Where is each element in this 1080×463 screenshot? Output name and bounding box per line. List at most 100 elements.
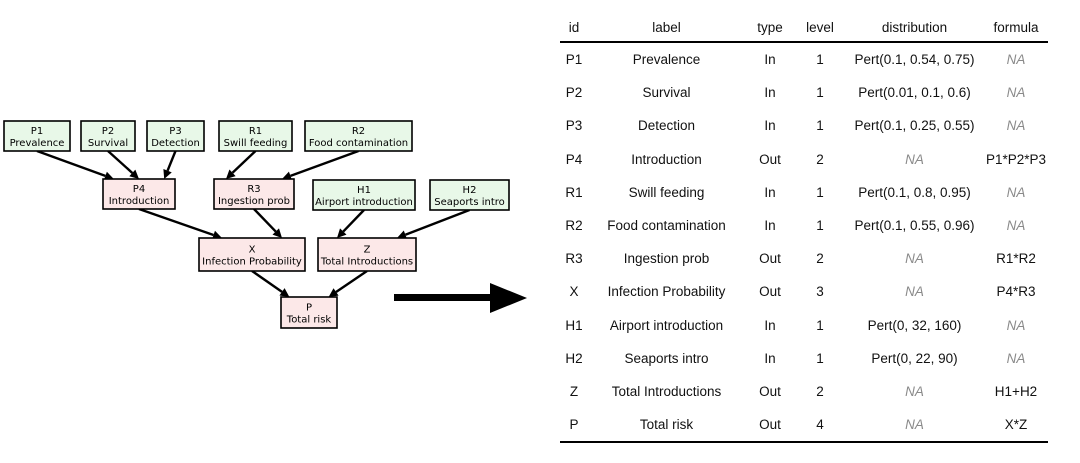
edge-r2-r3: [290, 149, 359, 178]
cell-formula: R1*R2: [996, 251, 1036, 267]
right-arrow-icon: [394, 283, 527, 313]
cell-type: In: [764, 350, 776, 366]
cell-level: 1: [816, 317, 824, 333]
node-label: Infection Probability: [202, 257, 302, 268]
cell-distribution: Pert(0.1, 0.55, 0.96): [854, 218, 975, 234]
header-label: label: [588, 14, 745, 43]
header-type: type: [745, 14, 795, 43]
cell-type: Out: [745, 408, 795, 444]
node-id: H1: [357, 185, 371, 196]
node-id: P3: [169, 126, 181, 137]
cell-formula: P4*R3: [996, 284, 1036, 300]
node-id: P1: [31, 126, 43, 137]
edge-z-p: [335, 270, 368, 293]
header-distribution: distribution: [845, 14, 984, 43]
edge-arrowhead: [282, 171, 292, 181]
cell-id: X: [569, 284, 579, 300]
node-label: Seaports intro: [434, 197, 505, 208]
cell-type: In: [764, 317, 776, 333]
cell-label: Airport introduction: [609, 317, 724, 333]
header-formula: formula: [984, 14, 1048, 43]
cell-label: Food contamination: [607, 218, 726, 234]
node-id: P: [306, 303, 312, 314]
cell-level: 2: [816, 383, 824, 399]
cell-id: H1: [565, 317, 583, 333]
cell-formula: NA: [1006, 218, 1026, 234]
cell-id: P4: [565, 151, 583, 167]
cell-distribution: NA: [845, 408, 984, 444]
cell-formula: NA: [1006, 118, 1026, 134]
cell-level: 2: [816, 251, 824, 267]
cell-label: Swill feeding: [628, 184, 705, 200]
node-label: Introduction: [109, 196, 170, 207]
cell-distribution: Pert(0, 22, 90): [871, 350, 958, 366]
edge-p2-p4: [107, 150, 134, 174]
cell-distribution: Pert(0.1, 0.8, 0.95): [858, 184, 971, 200]
table-row: R2 Food contamination In 1 Pert(0.1, 0.55, 0…: [560, 209, 1048, 242]
diagram-edges: [36, 149, 470, 297]
cell-label: Seaports intro: [624, 350, 709, 366]
cell-formula: NA: [1006, 85, 1026, 101]
cell-type: In: [764, 85, 776, 101]
model-parameter-table: id label type level distribution formula…: [560, 14, 1048, 444]
table-header-row: id label type level distribution formula: [560, 14, 1048, 43]
node-box: [429, 179, 510, 211]
cell-distribution: NA: [905, 284, 924, 300]
cell-formula: P1*P2*P3: [985, 151, 1047, 167]
cell-id: R2: [565, 218, 583, 234]
node-id: X: [249, 245, 256, 256]
node-label: Detection: [151, 138, 200, 149]
edge-arrowhead: [226, 169, 236, 179]
node-box: [280, 296, 338, 329]
node-id: H2: [463, 185, 477, 196]
cell-formula: NA: [1006, 350, 1026, 366]
node-box: [312, 179, 416, 211]
edge-arrowhead: [397, 230, 408, 239]
node-id: P4: [133, 184, 145, 195]
cell-level: 4: [795, 408, 845, 444]
cell-type: In: [764, 218, 776, 234]
cell-label: Infection Probability: [607, 284, 726, 300]
cell-label: Introduction: [631, 151, 702, 167]
cell-level: 1: [816, 52, 824, 68]
cell-level: 1: [816, 118, 824, 134]
cell-type: Out: [759, 284, 781, 300]
edge-arrowhead: [103, 171, 114, 181]
cell-type: In: [764, 184, 776, 200]
cell-formula: NA: [1006, 52, 1026, 68]
cell-level: 2: [816, 151, 824, 167]
edge-h2-z: [404, 208, 470, 236]
node-box: [317, 237, 417, 272]
diagram-nodes: P1PrevalenceP2SurvivalP3DetectionR1Swill…: [3, 120, 510, 329]
cell-id: H2: [565, 350, 583, 366]
cell-level: 1: [816, 85, 824, 101]
header-id: id: [560, 14, 588, 43]
node-label: Swill feeding: [224, 138, 288, 149]
cell-formula: X*Z: [984, 408, 1048, 444]
edge-p3-p4: [166, 150, 177, 172]
cell-label: Ingestion prob: [623, 251, 710, 267]
edge-p4-x: [138, 207, 214, 237]
edge-r1-r3: [231, 150, 257, 174]
cell-label: Detection: [637, 118, 696, 134]
edge-arrowhead: [328, 288, 339, 297]
cell-formula: H1+H2: [994, 383, 1038, 399]
cell-level: 1: [816, 218, 824, 234]
cell-type: In: [764, 52, 776, 68]
